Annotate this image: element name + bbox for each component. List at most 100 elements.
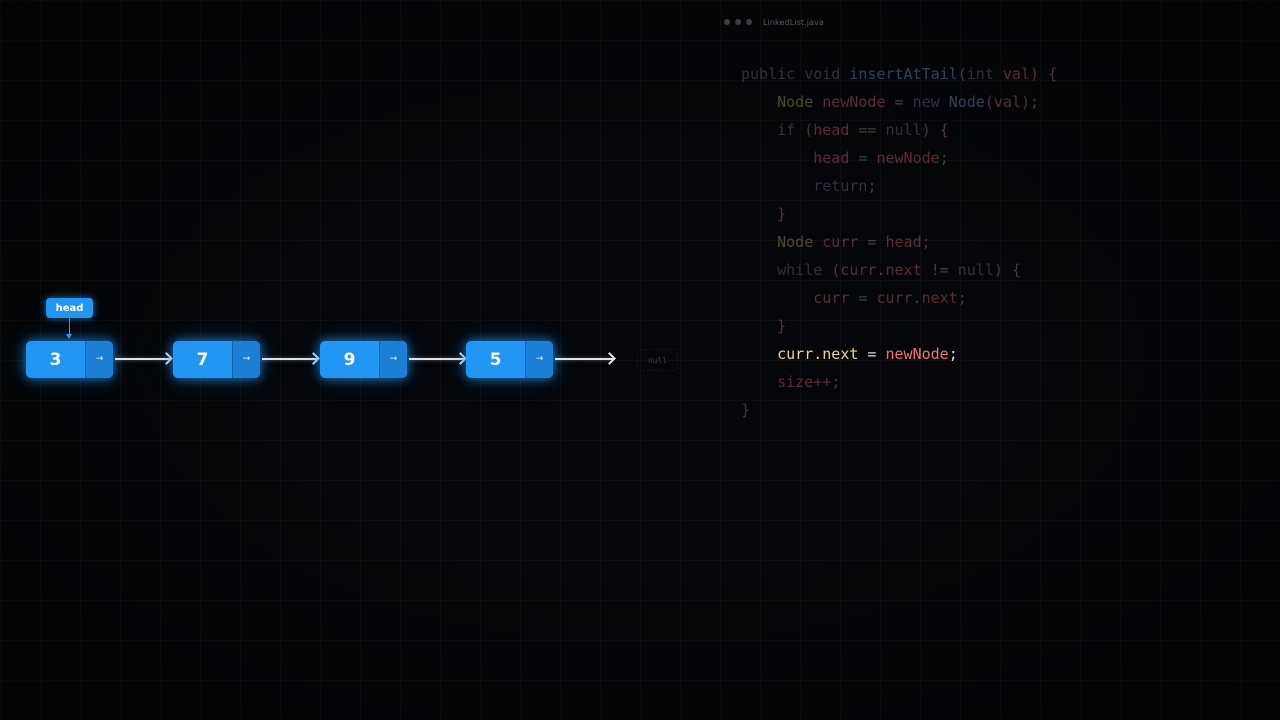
code-token xyxy=(1039,65,1048,83)
code-line: size++; xyxy=(741,370,1057,398)
code-token: return xyxy=(813,177,868,195)
window-dot-icon xyxy=(735,19,741,25)
code-line: return; xyxy=(741,174,1057,202)
code-line: Node newNode = new Node(val); xyxy=(741,90,1057,118)
code-token xyxy=(813,93,822,111)
code-token: int xyxy=(966,65,994,83)
code-token: newNode xyxy=(822,93,886,111)
list-node: 3 → xyxy=(26,341,113,378)
node-value: 9 xyxy=(343,349,356,370)
code-line-highlighted: curr.next = newNode; xyxy=(741,342,1057,370)
code-line: while (curr.next != null) { xyxy=(741,258,1057,286)
code-token: ) xyxy=(993,261,1003,279)
list-node: 5 → xyxy=(466,341,553,378)
code-token: ; xyxy=(948,345,958,363)
code-token: ; xyxy=(939,149,949,167)
code-token: = xyxy=(849,289,877,307)
code-token: public xyxy=(741,65,796,83)
node-next-pointer: → xyxy=(525,341,553,378)
code-token: = xyxy=(858,233,886,251)
code-line: Node curr = head; xyxy=(741,230,1057,258)
file-name: LinkedList.java xyxy=(763,17,824,27)
code-token: Node xyxy=(948,93,985,111)
node-next-pointer: → xyxy=(232,341,260,378)
code-token: ( xyxy=(804,121,814,139)
code-token: head xyxy=(885,233,922,251)
link-arrow-icon xyxy=(555,358,613,360)
code-line: if (head == null) { xyxy=(741,118,1057,146)
code-token: curr.next xyxy=(777,345,859,363)
code-token: != xyxy=(921,261,958,279)
code-token: == xyxy=(849,121,886,139)
code-token: curr xyxy=(840,261,877,279)
code-token: next xyxy=(885,261,922,279)
code-token: ) xyxy=(1030,65,1040,83)
window-dot-icon xyxy=(724,19,730,25)
code-token: = xyxy=(849,149,877,167)
code-token: ( xyxy=(984,93,994,111)
head-pointer-label: head xyxy=(46,298,93,318)
code-token: { xyxy=(1011,261,1021,279)
code-token: } xyxy=(777,317,787,335)
list-node: 7 → xyxy=(173,341,260,378)
arrow-right-icon: → xyxy=(242,354,251,364)
code-line: head = newNode; xyxy=(741,146,1057,174)
code-token xyxy=(813,233,822,251)
link-arrow-icon xyxy=(409,358,464,360)
node-value: 3 xyxy=(49,349,62,370)
window-dot-icon xyxy=(746,19,752,25)
code-token: = xyxy=(885,93,913,111)
code-token: next xyxy=(921,289,958,307)
code-line: } xyxy=(741,314,1057,342)
arrow-right-icon: → xyxy=(389,354,398,364)
code-token: curr xyxy=(822,233,859,251)
code-token xyxy=(822,261,831,279)
code-token: } xyxy=(741,401,751,419)
code-token: ; xyxy=(831,373,841,391)
code-token: ); xyxy=(1020,93,1040,111)
code-token: insertAtTail xyxy=(849,65,958,83)
code-token: head xyxy=(813,121,850,139)
code-line: public void insertAtTail(int val) { xyxy=(741,62,1057,90)
code-token: { xyxy=(1048,65,1058,83)
node-next-pointer: → xyxy=(85,341,113,378)
code-token: . xyxy=(912,289,922,307)
code-token xyxy=(940,93,949,111)
list-node: 9 → xyxy=(320,341,407,378)
code-token xyxy=(994,65,1003,83)
code-block: public void insertAtTail(int val) { Node… xyxy=(741,62,1057,426)
code-token: head xyxy=(813,149,850,167)
code-token: size++ xyxy=(777,373,832,391)
code-token: new xyxy=(912,93,940,111)
code-token: . xyxy=(876,261,886,279)
code-token: Node xyxy=(777,93,814,111)
link-arrow-icon xyxy=(262,358,317,360)
code-token xyxy=(931,121,940,139)
code-token: { xyxy=(939,121,949,139)
node-value: 5 xyxy=(489,349,502,370)
code-token xyxy=(1003,261,1012,279)
code-token: val xyxy=(993,93,1021,111)
code-token: ( xyxy=(831,261,841,279)
code-token: newNode xyxy=(885,345,949,363)
code-token: curr xyxy=(813,289,850,307)
link-arrow-icon xyxy=(115,358,170,360)
code-token: ) xyxy=(921,121,931,139)
null-terminator: null xyxy=(637,349,678,371)
code-token: ; xyxy=(957,289,967,307)
code-token: while xyxy=(777,261,823,279)
node-next-pointer: → xyxy=(379,341,407,378)
code-token: null xyxy=(885,121,922,139)
code-token: val xyxy=(1002,65,1030,83)
code-token: void xyxy=(804,65,841,83)
code-token: ; xyxy=(867,177,877,195)
code-token xyxy=(795,65,804,83)
arrow-right-icon: → xyxy=(535,354,544,364)
code-line: curr = curr.next; xyxy=(741,286,1057,314)
code-token: null xyxy=(957,261,994,279)
editor-titlebar: LinkedList.java xyxy=(724,15,824,29)
code-line: } xyxy=(741,202,1057,230)
code-token xyxy=(795,121,804,139)
code-token: Node xyxy=(777,233,814,251)
node-value: 7 xyxy=(196,349,209,370)
